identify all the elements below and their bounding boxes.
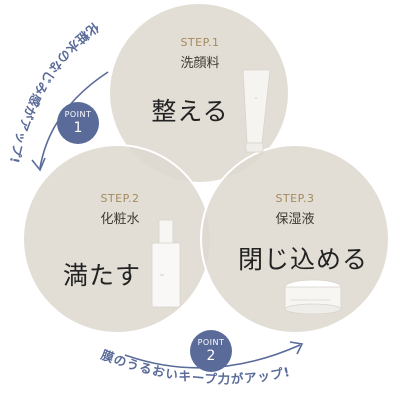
step-1-name: 洗顔料 [180, 56, 220, 71]
step-2-name: 化粧水 [100, 212, 140, 227]
step-3-action: 閉じ込める [237, 245, 368, 274]
step-2-label: STEP.2 [100, 192, 140, 205]
lotion-bottle-image [151, 219, 181, 308]
point-1-word: POINT [64, 110, 92, 119]
step-3-label: STEP.3 [275, 192, 315, 205]
point-1-arrowhead [31, 157, 46, 172]
point-1-number: 1 [73, 120, 83, 136]
point-2-arrowhead [289, 341, 304, 355]
step-3-circle [200, 144, 390, 334]
point-2-number: 2 [206, 348, 216, 364]
point-2-word: POINT [197, 338, 225, 347]
point-1-badge: POINT 1 [57, 102, 99, 144]
step-3-name: 保湿液 [275, 212, 315, 227]
step-2-action: 満たす [62, 261, 141, 290]
cleanser-tube-image [242, 69, 271, 153]
cream-jar-image [284, 279, 342, 315]
step-1-action: 整える [151, 97, 229, 126]
point-2-badge: POINT 2 [190, 330, 232, 372]
step-1-label: STEP.1 [180, 36, 220, 49]
